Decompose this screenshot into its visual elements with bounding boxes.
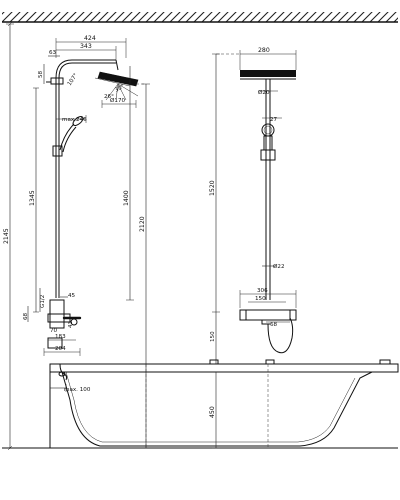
label-angle-30: 30°: [114, 83, 126, 93]
dim-hand-reach: max.246: [56, 115, 87, 123]
dim-head-height: 2120: [136, 83, 150, 449]
dim-top-width: 424 343: [55, 35, 127, 60]
label-rail-22: Ø22: [273, 263, 285, 270]
label-hand-reach: max.246: [62, 117, 87, 123]
label-thread: G1/2: [40, 295, 46, 308]
dim-height-1520: 1520: [209, 53, 240, 313]
dim-arm-drop: 58: [38, 64, 45, 84]
label-angle-26: 26°: [104, 94, 114, 100]
dim-head-diameter: Ø170: [101, 97, 137, 108]
shower-hose: [267, 317, 294, 354]
dim-tub-height: 450: [209, 372, 220, 449]
dim-head-pipe: Ø20: [258, 89, 278, 96]
label-mixer-150: 150: [255, 296, 266, 302]
dim-hand-27: 27: [262, 117, 282, 123]
hand-shower: [52, 116, 84, 157]
label-mixer-204: 204: [55, 346, 66, 352]
thermostat-mixer-left: [47, 299, 82, 349]
dim-mixer-drop: 68: [23, 306, 29, 322]
label-head-diameter: Ø170: [110, 97, 126, 104]
dim-spout-45: 45: [60, 293, 76, 299]
label-tub-offset: max. 100: [64, 387, 91, 393]
label-mixer-68: 68: [270, 322, 278, 328]
label-head-height: 2120: [139, 216, 146, 232]
label-height-1520: 1520: [209, 180, 216, 196]
dim-mixer-68: 68: [266, 321, 290, 328]
label-connection-43: 43: [68, 320, 74, 328]
label-mixer-height: 1345: [29, 190, 36, 206]
label-top-width: 424: [84, 35, 96, 42]
label-mixer-drop: 68: [23, 312, 29, 320]
label-arm-reach: 343: [80, 43, 92, 50]
right-view: 280 Ø20 27: [209, 47, 297, 365]
overhead-shower: [94, 59, 139, 87]
label-mixer-gap: 150: [210, 331, 216, 342]
shower-column: [46, 59, 139, 298]
overhead-shower-front: [240, 70, 296, 90]
label-arm-drop: 58: [38, 70, 44, 78]
dim-riser-length: 1400: [123, 66, 134, 301]
thermostat-mixer-front: [239, 309, 297, 325]
bathtub: [2, 359, 399, 449]
label-riser-length: 1400: [123, 190, 130, 206]
label-spout-45: 45: [68, 293, 76, 299]
hand-shower-front: [260, 123, 276, 161]
dim-head-offset: 63: [48, 50, 60, 57]
dim-mixer-gap: 150: [210, 312, 220, 365]
label-mixer-306: 306: [257, 288, 268, 294]
dim-rail-22: Ø22: [262, 263, 285, 270]
dim-head-width: 280: [239, 47, 297, 70]
dim-connections: 70 43 183 204: [43, 320, 81, 356]
label-angle-107: 107°: [67, 73, 80, 88]
label-total-height: 2145: [3, 228, 10, 244]
ceiling: [2, 12, 398, 23]
label-connection-70: 70: [50, 328, 58, 334]
label-head-width: 280: [258, 47, 270, 54]
label-head-pipe: Ø20: [258, 89, 270, 96]
left-view: 2145 1345 424 343 63 58: [3, 21, 150, 451]
dim-mixer-height: 1345: [29, 87, 39, 313]
label-mixer-183: 183: [55, 334, 66, 340]
label-head-offset: 63: [49, 50, 57, 56]
label-hand-27: 27: [270, 117, 278, 123]
label-tub-height: 450: [209, 406, 216, 418]
dim-total-height: 2145: [3, 21, 60, 451]
dim-mixer-width: 306 150: [239, 288, 297, 308]
dim-tub-offset: max. 100: [50, 384, 91, 393]
